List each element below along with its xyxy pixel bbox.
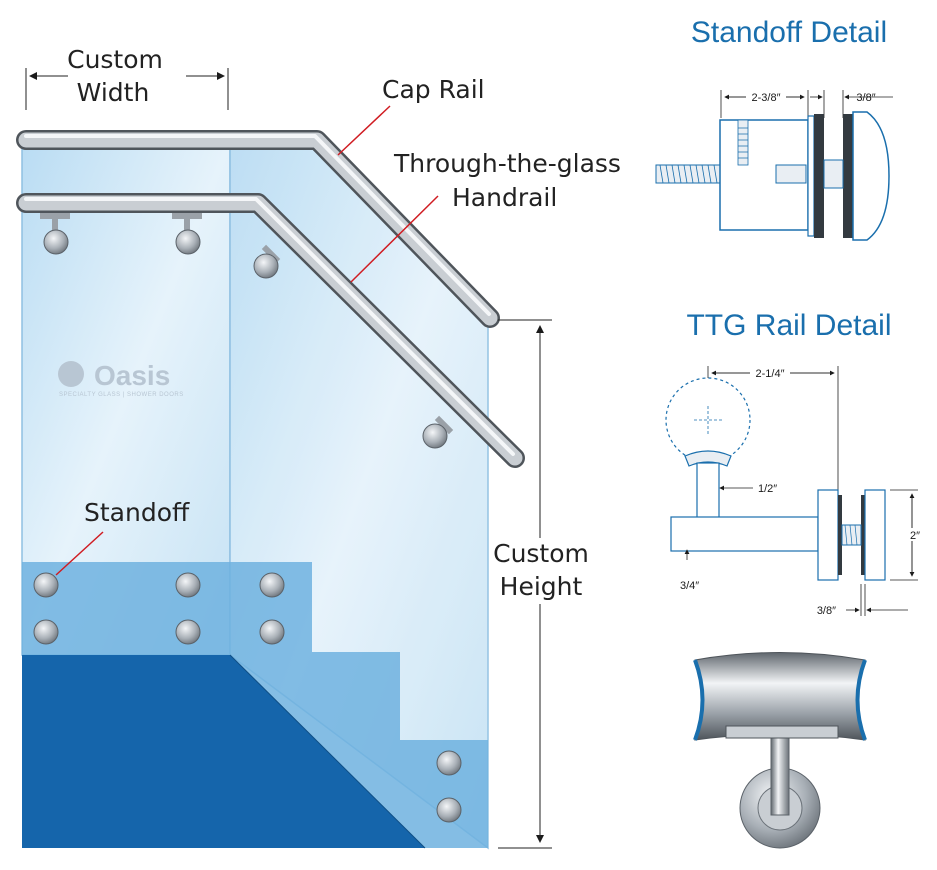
ttg-height-dimension: 2″ [910,530,920,542]
bracket-post [770,734,790,816]
bracket-arm [670,516,819,552]
standoff-body-dimension: 2-3/8″ [752,92,781,104]
standoff-leader [55,531,104,576]
custom-height-label: Height [500,572,583,601]
standoff-knob [175,619,201,645]
handrail-label: Handrail [452,183,557,212]
cap-rail-leader [337,105,391,156]
bracket [52,218,58,232]
handrail-knob [43,229,69,255]
ttg-stem-dimension: 1/2″ [758,483,777,495]
handrail-leader [350,195,439,283]
saddle-plate [725,725,839,739]
handrail-knob [422,423,448,449]
standoff-knob [436,797,462,823]
standoff-knob [33,619,59,645]
custom-width-dimension: Custom Width [25,45,229,110]
ttg-detail-title: TTG Rail Detail [686,309,891,342]
cap-rail-label: Cap Rail [382,75,485,104]
standoff-knob [33,572,59,598]
standoff-knob [175,572,201,598]
standoff-knob [436,750,462,776]
bracket-3d-render [693,652,867,849]
oasis-logo: Oasis SPECIALTY GLASS | SHOWER DOORS [58,360,184,398]
handrail-label: Through-the-glass [393,149,621,178]
handrail-knob [175,229,201,255]
bracket-stem [696,462,720,526]
custom-width-label: Custom [67,45,163,74]
ttg-handrail [16,193,525,468]
standoff-knob [259,572,285,598]
standoff-gap-dimension: 3/8″ [856,92,875,104]
custom-width-label: Width [77,78,150,107]
stair-stringer [22,655,425,848]
rail-profile [665,377,751,463]
mount-plate [817,489,839,581]
ttg-thickness-dimension: 3/4″ [680,580,699,592]
ttg-reach-dimension: 2-1/4″ [756,368,785,380]
bracket [40,213,70,219]
ttg-rail-detail: TTG Rail Detail 2-1/4″ 1/2″ 2″ [665,309,926,849]
set-screw [737,119,749,166]
logo-word: Oasis [94,360,170,391]
standoff-label: Standoff [84,498,190,527]
custom-height-dimension: Custom Height [492,319,590,849]
standoff-cap [852,111,890,241]
cap-rail [16,130,500,328]
gasket [814,114,824,238]
mount-plate [864,489,886,581]
railing-illustration: Oasis SPECIALTY GLASS | SHOWER DOORS Cus… [16,45,621,850]
ttg-gap-dimension: 3/8″ [817,605,836,617]
gasket [843,114,853,238]
bracket [184,218,190,232]
custom-height-label: Custom [493,539,589,568]
bracket [434,415,454,435]
logo-tagline: SPECIALTY GLASS | SHOWER DOORS [59,392,184,398]
standoff-detail: Standoff Detail 2-3/8″ 3/8″ [655,16,893,241]
stringer-edge [229,654,426,849]
handrail-knob [253,253,279,279]
standoff-knob [259,619,285,645]
standoff-detail-title: Standoff Detail [691,16,887,49]
standoff-group [33,572,462,823]
bracket [172,213,202,219]
palm-icon [58,361,84,387]
